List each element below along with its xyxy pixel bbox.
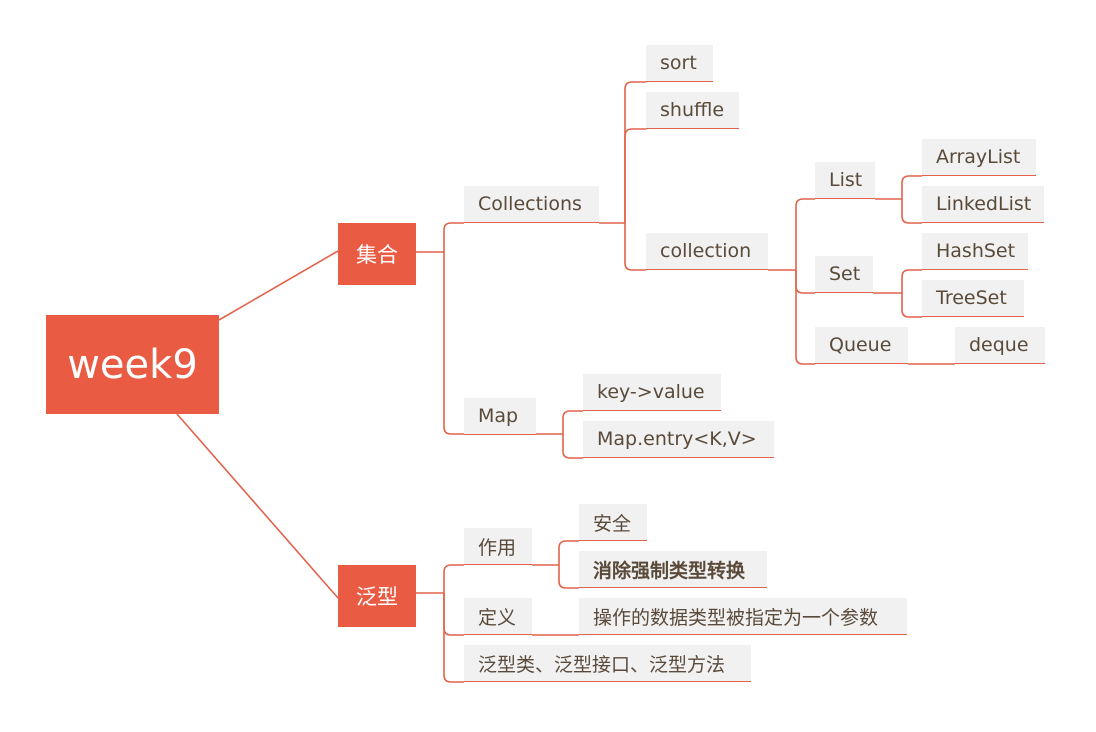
collections-branch-0 — [624, 81, 646, 223]
shuffle-node[interactable]: shuffle — [646, 92, 739, 129]
collections-branch-1 — [624, 128, 646, 223]
root-to-generics-connector — [176, 413, 339, 599]
collection-branch-0 — [795, 198, 815, 270]
set-branch-1 — [901, 293, 922, 318]
deque-node[interactable]: deque — [955, 327, 1045, 364]
queue-node[interactable]: Queue — [815, 327, 908, 364]
list-branch-0 — [901, 175, 922, 199]
collection-node[interactable]: collection — [646, 233, 768, 270]
collection-branch-2 — [795, 270, 815, 365]
generics-branch-1 — [443, 593, 464, 636]
definition-text-node[interactable]: 操作的数据类型被指定为一个参数 — [579, 598, 907, 635]
collections-branch-2 — [624, 223, 646, 271]
definition-node[interactable]: 定义 — [464, 598, 532, 635]
treeset-node[interactable]: TreeSet — [922, 280, 1024, 317]
root-to-collections-connector — [218, 250, 339, 321]
purpose-branch-1 — [558, 565, 579, 589]
map-branch-1 — [562, 434, 583, 459]
key-value-node[interactable]: key->value — [583, 374, 721, 411]
map-branch-0 — [562, 410, 583, 434]
sort-node[interactable]: sort — [646, 45, 713, 82]
map-entry-node[interactable]: Map.entry<K,V> — [583, 421, 774, 458]
collection-branch-1 — [795, 270, 815, 294]
generics-branch-0 — [443, 564, 464, 593]
collections-group-node[interactable]: 集合 — [338, 223, 416, 285]
map-node[interactable]: Map — [464, 398, 536, 435]
kinds-node[interactable]: 泛型类、泛型接口、泛型方法 — [464, 645, 751, 682]
generics-node[interactable]: 泛型 — [338, 565, 416, 627]
collections-group-branch-1 — [443, 252, 464, 435]
purpose-node[interactable]: 作用 — [464, 528, 532, 565]
list-node[interactable]: List — [815, 162, 875, 199]
linkedlist-node[interactable]: LinkedList — [922, 186, 1044, 223]
purpose-branch-0 — [558, 540, 579, 565]
root-node[interactable]: week9 — [46, 315, 219, 414]
no-cast-node[interactable]: 消除强制类型转换 — [579, 551, 767, 588]
collections-node[interactable]: Collections — [464, 186, 599, 223]
set-branch-0 — [901, 269, 922, 293]
list-branch-1 — [901, 199, 922, 224]
collections-group-branch-0 — [443, 222, 464, 252]
hashset-node[interactable]: HashSet — [922, 233, 1028, 270]
set-node[interactable]: Set — [815, 256, 873, 293]
safety-node[interactable]: 安全 — [579, 504, 647, 541]
generics-branch-2 — [443, 593, 464, 683]
arraylist-node[interactable]: ArrayList — [922, 139, 1036, 176]
